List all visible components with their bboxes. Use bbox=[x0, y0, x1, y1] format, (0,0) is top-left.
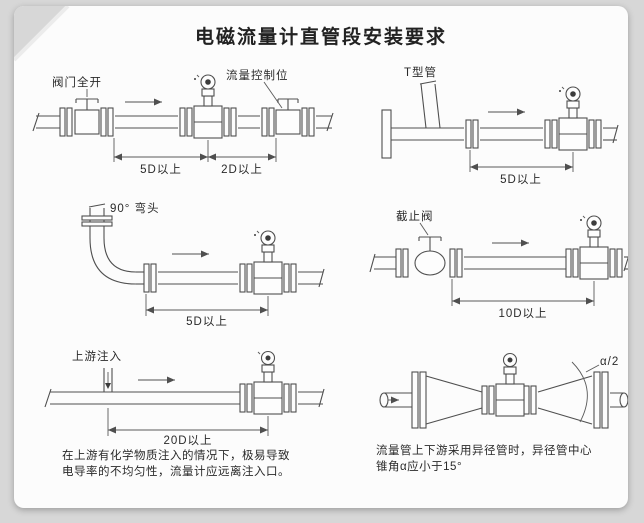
panel-valve-full-open: 阀门全开 流量控制位 bbox=[32, 68, 334, 176]
leader-line bbox=[263, 81, 283, 109]
pipe bbox=[379, 392, 628, 408]
valve-open-label: 阀门全开 bbox=[52, 75, 102, 89]
panel-upstream-injection: 上游注入 20D以上 bbox=[44, 349, 325, 447]
dim-label-5d: 5D以上 bbox=[500, 173, 542, 186]
flange-pair bbox=[465, 119, 602, 149]
leader-line bbox=[585, 364, 600, 373]
angle-label: α/2 bbox=[600, 356, 619, 368]
gate-valve-upstream bbox=[74, 98, 100, 135]
flange-pair bbox=[395, 248, 623, 278]
corner-fold bbox=[14, 6, 70, 62]
end-flange bbox=[381, 109, 392, 159]
flange-pair bbox=[239, 383, 297, 413]
angle-arc bbox=[571, 361, 588, 423]
elbow-flange bbox=[81, 215, 113, 227]
stop-valve-label: 截止阀 bbox=[396, 209, 434, 223]
flowmeter bbox=[253, 230, 283, 295]
flange-pair bbox=[481, 385, 537, 415]
caption-line: 流量管上下游采用异径管时，异径管中心 bbox=[376, 445, 592, 457]
injection-caption: 在上游有化学物质注入的情况下，极易导致 电导率的不均匀性，流量计应远离注入口。 bbox=[62, 448, 290, 480]
gate-valve-downstream bbox=[275, 98, 301, 135]
t-pipe-label: T型管 bbox=[404, 65, 437, 79]
t-branch bbox=[419, 80, 441, 129]
flowmeter bbox=[193, 74, 223, 139]
dim-label-2d: 2D以上 bbox=[221, 163, 263, 176]
dim-label-5d: 5D以上 bbox=[186, 315, 228, 328]
pipe bbox=[32, 112, 334, 132]
panel-reducer: α/2 bbox=[379, 352, 628, 429]
panel-t-pipe: T型管 5D以上 bbox=[381, 65, 619, 186]
upstream-injection-label: 上游注入 bbox=[72, 349, 122, 363]
dimension-lines bbox=[451, 279, 595, 306]
dim-label-5d: 5D以上 bbox=[140, 163, 182, 176]
flowmeter bbox=[579, 215, 609, 280]
dimension-lines bbox=[469, 150, 574, 172]
reducer-caption: 流量管上下游采用异径管时，异径管中心 锥角α应小于15° bbox=[376, 443, 592, 475]
flowmeter bbox=[558, 86, 588, 151]
diagram-card: 电磁流量计直管段安装要求 bbox=[14, 6, 628, 508]
caption-line: 在上游有化学物质注入的情况下，极易导致 bbox=[62, 450, 290, 462]
flow-control-label: 流量控制位 bbox=[226, 68, 289, 82]
dim-label-10d: 10D以上 bbox=[498, 307, 547, 320]
panel-elbow-90: 90° 弯头 5D以上 bbox=[81, 201, 325, 328]
flowmeter bbox=[495, 352, 525, 417]
dimension-lines bbox=[113, 138, 277, 162]
globe-valve bbox=[414, 236, 446, 276]
pipe bbox=[391, 124, 619, 144]
end-flange bbox=[411, 371, 609, 429]
page-title: 电磁流量计直管段安装要求 bbox=[194, 27, 447, 48]
flange-pair bbox=[59, 107, 315, 137]
dim-label-20d: 20D以上 bbox=[163, 434, 212, 447]
injection-stub bbox=[103, 368, 113, 392]
flange-pair bbox=[143, 263, 297, 293]
caption-line: 锥角α应小于15° bbox=[376, 461, 463, 473]
dimension-lines bbox=[107, 408, 269, 436]
flowmeter bbox=[253, 350, 283, 415]
pipe bbox=[369, 253, 628, 273]
elbow-label: 90° 弯头 bbox=[110, 201, 160, 215]
pipe bbox=[44, 388, 325, 408]
leader-line bbox=[419, 222, 429, 236]
dimension-lines bbox=[145, 294, 269, 316]
reducer-cone bbox=[425, 375, 593, 425]
caption-line: 电导率的不均匀性，流量计应远离注入口。 bbox=[62, 466, 290, 478]
panel-stop-valve: 截止阀 10D以上 bbox=[369, 209, 628, 320]
